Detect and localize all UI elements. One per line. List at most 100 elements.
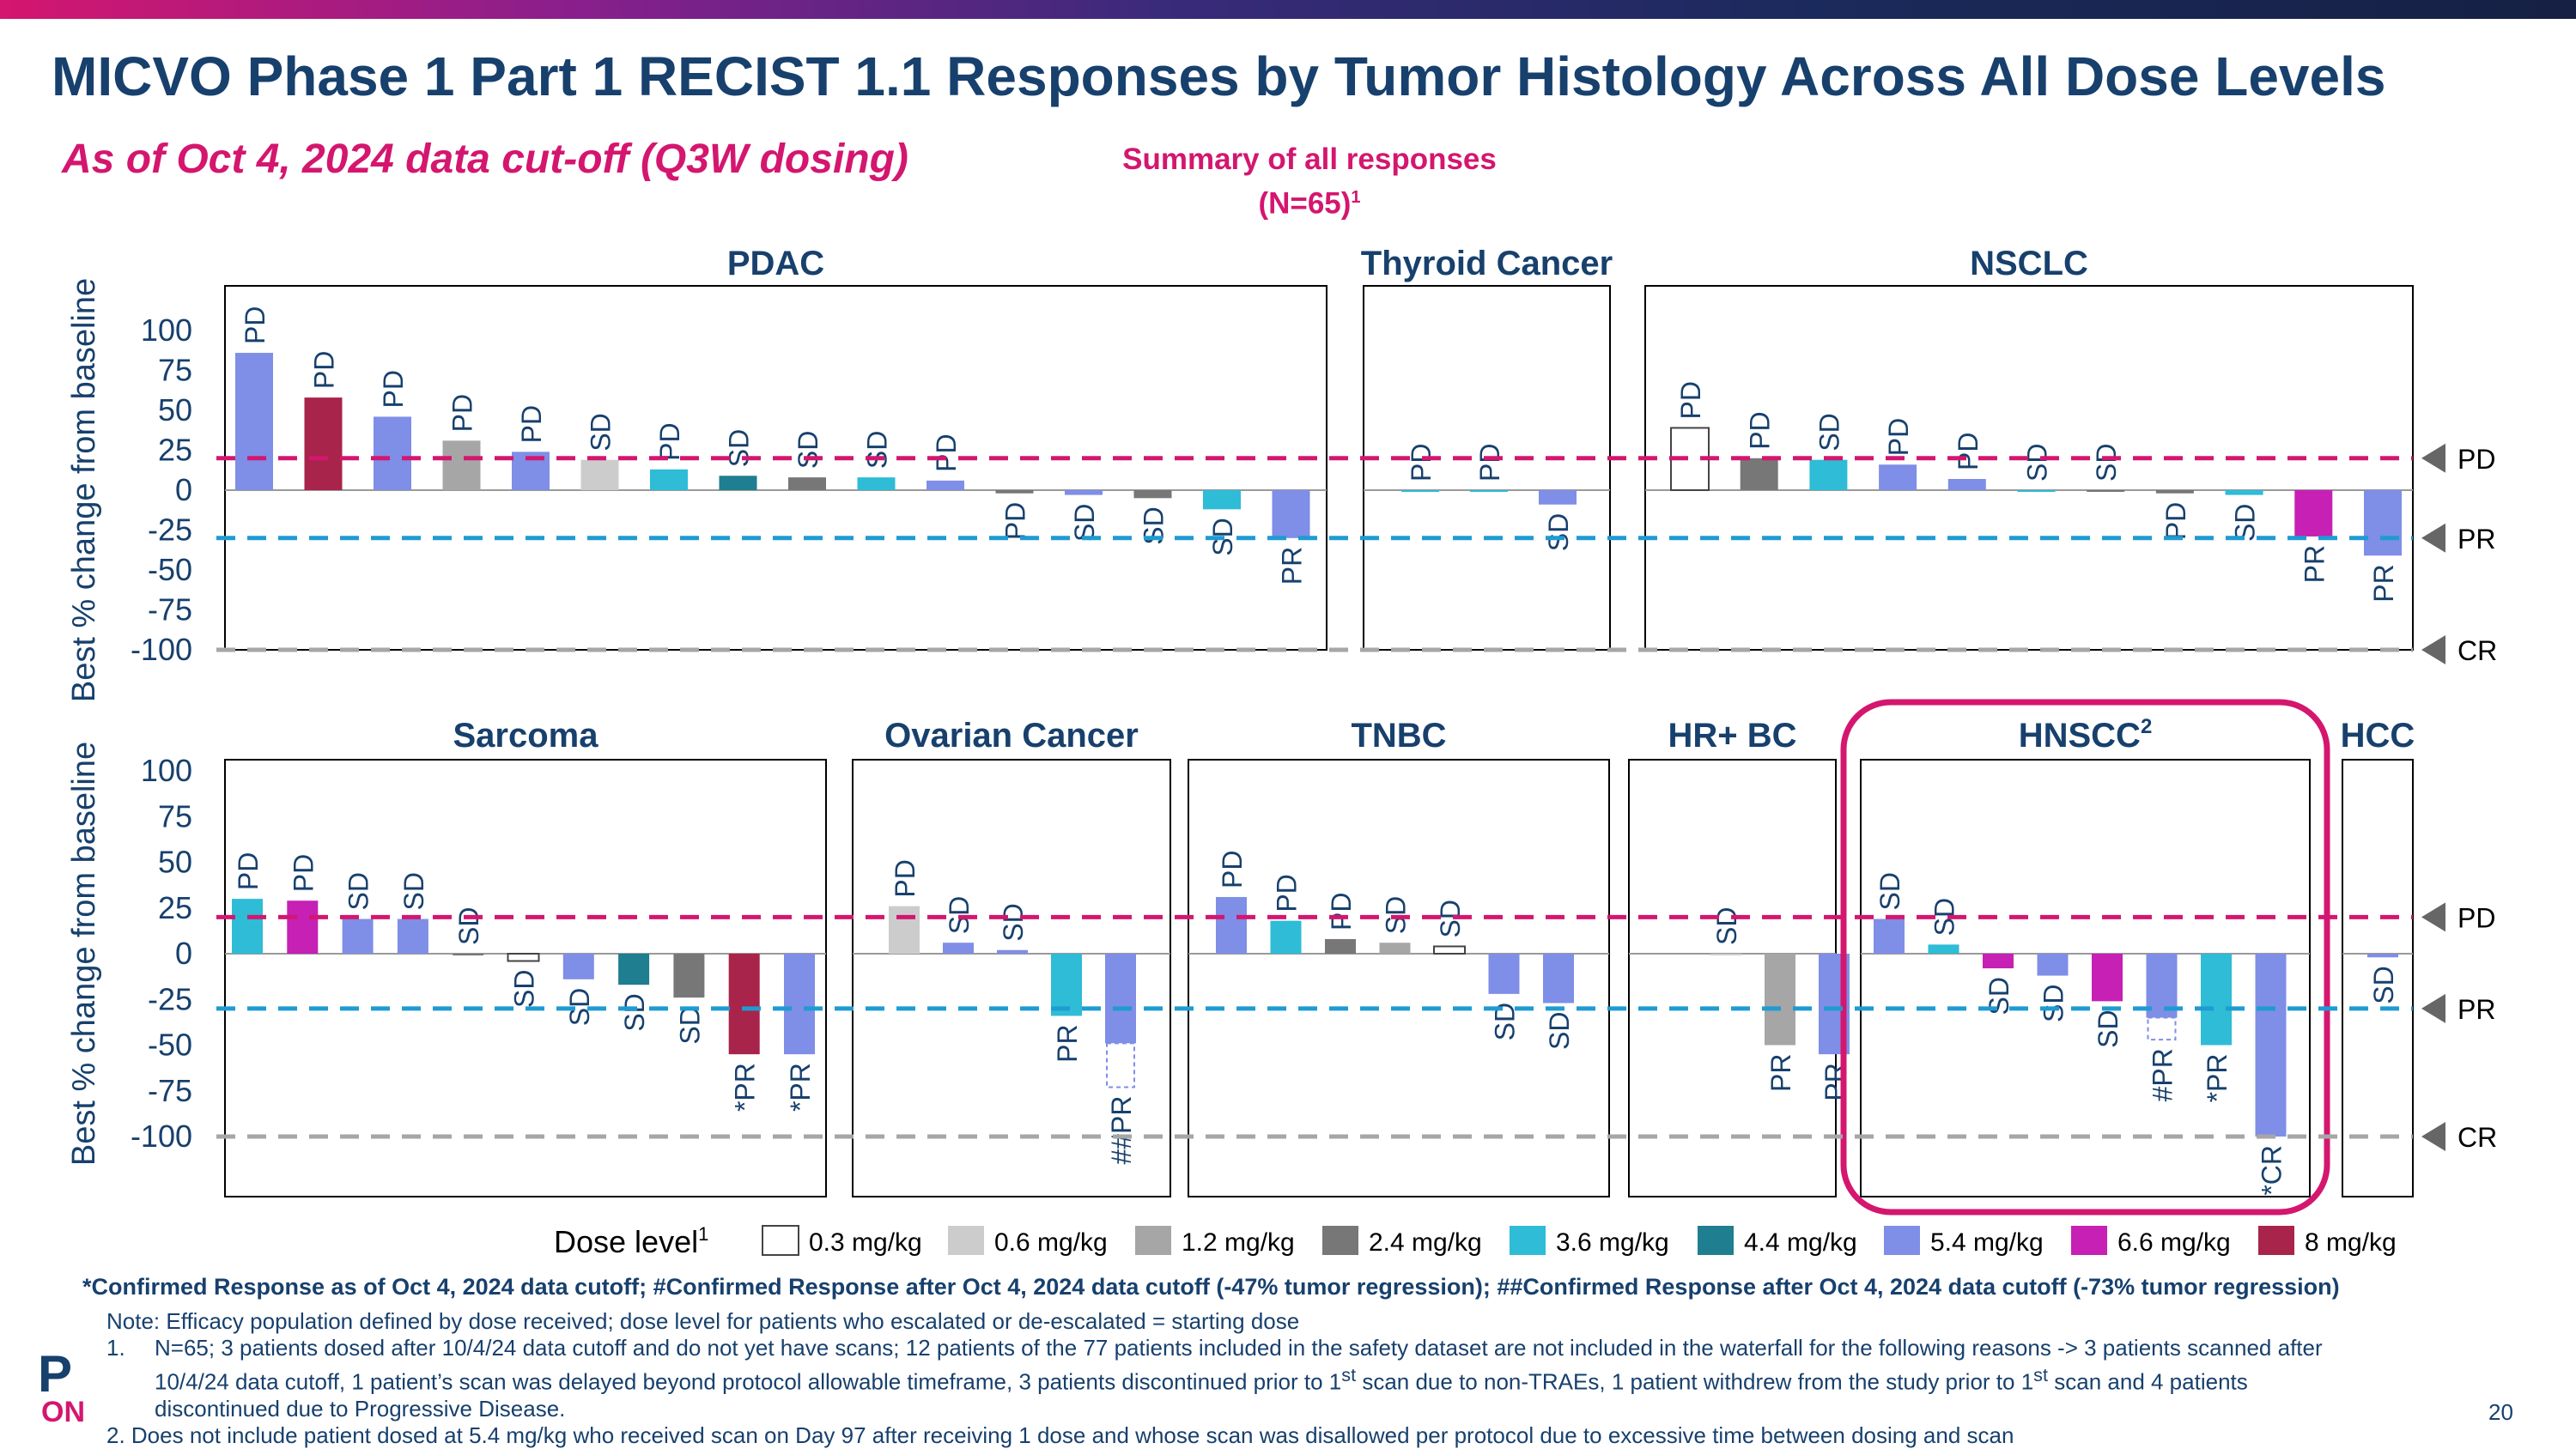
hcc-bar <box>2367 954 2398 958</box>
nsclc-bar-label: PD <box>1953 433 1984 470</box>
hnscc-bar <box>1983 954 2014 969</box>
summary-line-1: Summary of all responses <box>1122 142 1497 176</box>
sarcoma-bar-label: SD <box>398 872 429 910</box>
legend-label-1-2-mg-kg: 1.2 mg/kg <box>1182 1228 1295 1257</box>
legend-label-2-4-mg-kg: 2.4 mg/kg <box>1369 1228 1482 1257</box>
nsclc-bar-label: PR <box>2368 564 2399 602</box>
hr-bc-bar <box>1765 954 1795 1046</box>
hnscc-panel-title: HNSCC2 <box>2019 715 2153 755</box>
tnbc-bar <box>1379 943 1411 954</box>
nsclc-bar <box>2155 490 2194 494</box>
ovarian-cancer-bar-label: SD <box>998 903 1029 941</box>
row-1-pr-marker-label: PR <box>2458 524 2495 555</box>
tnbc-bar-label: SD <box>1544 1012 1575 1050</box>
pdac-bar-label: PD <box>447 394 478 432</box>
footnotes: Note: Efficacy population defined by dos… <box>106 1308 2373 1449</box>
ovarian-cancer-panel-frame <box>852 759 1171 1197</box>
pdac-bar-label: PD <box>240 306 270 344</box>
nsclc-bar-label: PD <box>2160 502 2191 540</box>
hnscc-bar <box>2255 954 2287 1137</box>
summary-heading: Summary of all responses (N=65)1 <box>1082 141 1537 223</box>
thyroid-cancer-bar <box>1470 490 1508 492</box>
tnbc-bar-label: PD <box>1326 893 1357 931</box>
summary-sup: 1 <box>1351 188 1361 207</box>
legend-label-4-4-mg-kg: 4.4 mg/kg <box>1744 1228 1857 1257</box>
ovarian-cancer-bar <box>1051 954 1082 1016</box>
hnscc-bar-extension <box>2147 1016 2177 1041</box>
row-1-y-tick-label: 0 <box>175 472 192 507</box>
sarcoma-bar <box>287 900 319 954</box>
pdac-bar <box>304 397 343 490</box>
pdac-bar-label: SD <box>862 431 893 469</box>
sarcoma-bar-label: SD <box>674 1006 705 1044</box>
pdac-bar-label: SD <box>724 429 755 467</box>
nsclc-bar-label: PD <box>1745 411 1776 449</box>
legend-label-6-6-mg-kg: 6.6 mg/kg <box>2117 1228 2231 1257</box>
row-1-y-tick-label: -75 <box>148 592 192 627</box>
ovarian-cancer-bar-label: PD <box>890 859 920 897</box>
pdac-bar <box>1133 490 1172 499</box>
row-1-y-tick-label: 50 <box>158 392 192 427</box>
tnbc-bar <box>1543 954 1574 1003</box>
nsclc-bar-label: SD <box>2091 444 2122 482</box>
pdac-bar-label: PD <box>1000 502 1031 540</box>
row-2-y-axis-label: Best % change from baseline <box>66 742 102 1166</box>
pdac-bar-label: PR <box>1277 547 1308 585</box>
hnscc-bar-label: SD <box>1874 872 1905 910</box>
pdac-bar-label: SD <box>793 431 823 469</box>
hcc-panel-frame <box>2342 759 2414 1197</box>
row-2-pd-marker <box>2421 902 2445 932</box>
pdac-panel-title: PDAC <box>727 245 824 282</box>
pdac-bar-label: PD <box>309 351 340 389</box>
row-2-y-tick-label: -50 <box>148 1028 192 1063</box>
hnscc-bar-label: SD <box>2038 985 2069 1022</box>
page-title: MICVO Phase 1 Part 1 RECIST 1.1 Response… <box>52 45 2386 107</box>
hnscc-bar <box>2037 954 2069 976</box>
sarcoma-bar <box>507 953 540 962</box>
hnscc-bar <box>1928 944 1959 954</box>
tnbc-panel-title: TNBC <box>1351 717 1446 755</box>
sarcoma-bar <box>618 954 650 985</box>
pdac-bar <box>995 490 1034 494</box>
thyroid-cancer-bar <box>1539 490 1577 505</box>
legend-swatch-0-3-mg-kg <box>762 1225 799 1256</box>
tnbc-bar-label: PD <box>1217 851 1248 888</box>
data-cutoff-subtitle: As of Oct 4, 2024 data cut-off (Q3W dosi… <box>62 136 908 182</box>
pdac-bar-label: SD <box>586 413 617 451</box>
row-2-y-tick-label: 100 <box>141 753 192 788</box>
hnscc-bar-label: *CR <box>2257 1145 2287 1196</box>
nsclc-panel-title: NSCLC <box>1970 245 2088 282</box>
legend-title-sup: 1 <box>698 1223 708 1245</box>
thyroid-cancer-bar <box>1401 490 1439 492</box>
pdac-bar <box>650 469 688 490</box>
row-2-y-tick-label: -75 <box>148 1073 192 1108</box>
footnote-1-sup-2: st <box>2033 1364 2049 1385</box>
nsclc-bar <box>2225 490 2263 495</box>
sarcoma-bar <box>397 919 428 954</box>
pdac-bar <box>235 353 273 490</box>
row-1-pd-marker <box>2421 443 2445 473</box>
hcc-bar-label: SD <box>2368 966 2399 1003</box>
hr-bc-panel-frame <box>1628 759 1837 1197</box>
pdac-bar-label: PD <box>931 433 962 471</box>
row-2-y-tick-label: 50 <box>158 845 192 880</box>
legend-label-3-6-mg-kg: 3.6 mg/kg <box>1556 1228 1669 1257</box>
row-1-y-tick-label: 100 <box>141 312 192 348</box>
tnbc-bar <box>1488 954 1520 994</box>
hr-bc-bar-label: PR <box>1765 1054 1796 1092</box>
thyroid-cancer-bar-label: PD <box>1474 444 1505 482</box>
page-number: 20 <box>2488 1399 2513 1425</box>
summary-n: (N=65) <box>1258 186 1352 221</box>
row-2-cr-marker <box>2421 1122 2445 1151</box>
row-2-pr-marker <box>2421 993 2445 1023</box>
sarcoma-bar-label: PD <box>233 852 264 890</box>
ovarian-cancer-bar <box>1105 954 1136 1044</box>
legend-swatch-8-mg-kg <box>2258 1226 2294 1255</box>
pdac-bar <box>374 416 411 490</box>
legend-title: Dose level1 <box>554 1223 708 1259</box>
legend-swatch-4-4-mg-kg <box>1698 1226 1734 1255</box>
nsclc-bar-label: PD <box>1883 418 1914 456</box>
tnbc-panel-frame <box>1188 759 1610 1197</box>
pdac-bar <box>442 440 481 490</box>
footnote-1-number: 1. <box>106 1335 125 1361</box>
